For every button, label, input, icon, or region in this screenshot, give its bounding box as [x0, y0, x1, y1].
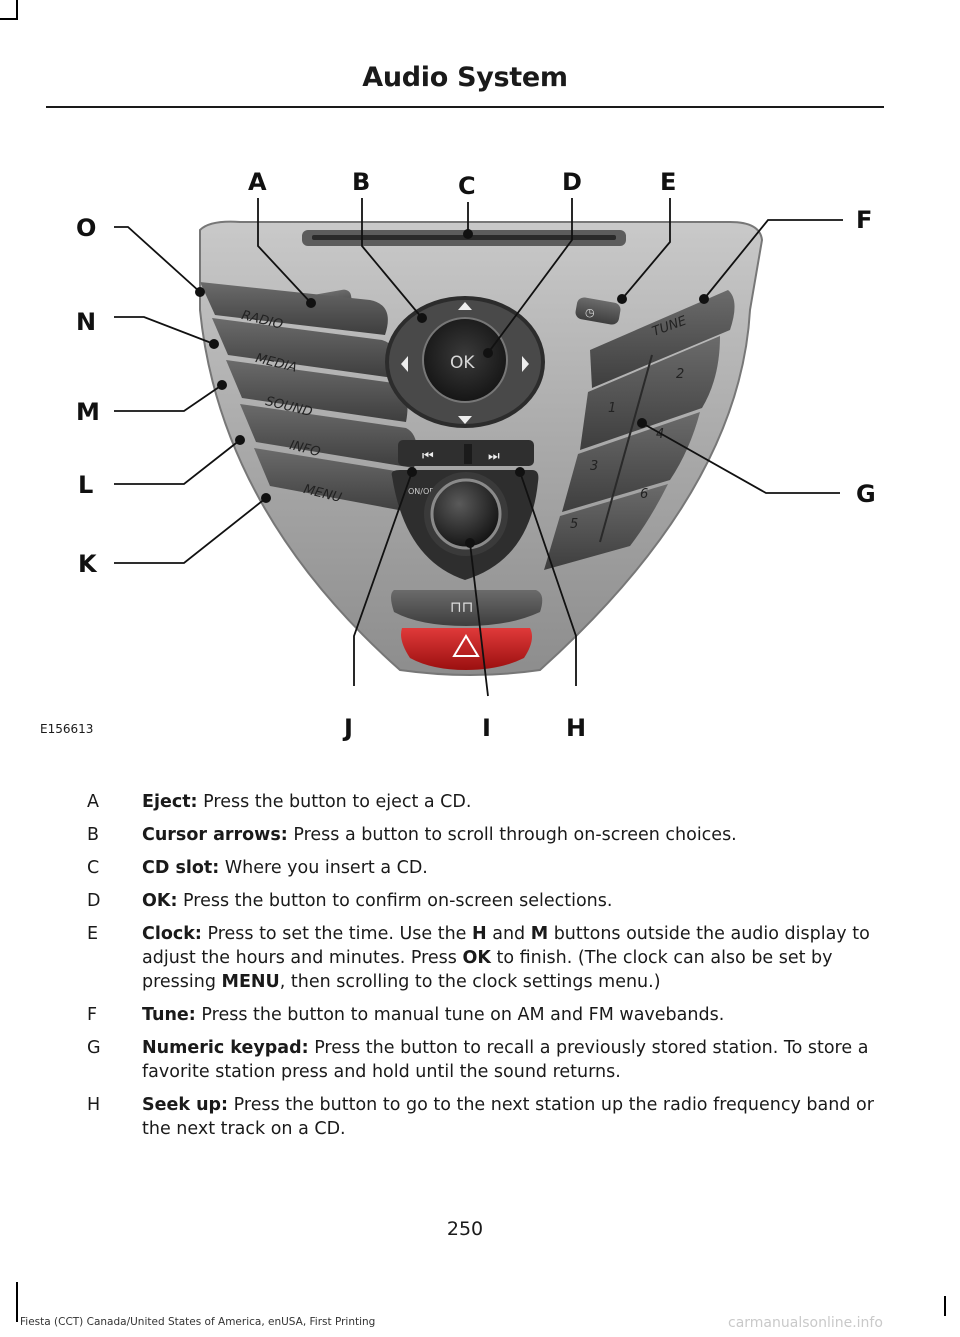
callout-k: K	[78, 550, 98, 578]
figure-id: E156613	[40, 722, 94, 736]
key-1: 1	[608, 401, 616, 416]
svg-text:⏮: ⏮	[422, 449, 434, 464]
audio-panel-diagram: ⏏ ◷ RADIO MEDIA SOUND INFO MENU TUNE 1 2…	[76, 168, 876, 742]
legend-term: Tune:	[142, 1005, 196, 1025]
callout-n: N	[76, 308, 96, 336]
page-title: Audio System	[362, 62, 568, 93]
legend-letter: C	[87, 858, 100, 878]
svg-text:⊓⊓: ⊓⊓	[450, 598, 473, 616]
callout-g: G	[856, 480, 876, 508]
legend-term: Numeric keypad:	[142, 1038, 309, 1058]
callout-j: J	[342, 714, 353, 742]
legend-term: OK:	[142, 891, 178, 911]
legend-letter: E	[87, 924, 99, 944]
callout-a: A	[248, 168, 267, 196]
key-6: 6	[640, 487, 648, 502]
callout-i: I	[482, 714, 491, 742]
legend-description: Press the button to go to the next stati…	[142, 1095, 874, 1139]
crop-mark-bottom-right	[944, 1296, 946, 1316]
callout-b: B	[352, 168, 370, 196]
left-button-stack: RADIO MEDIA SOUND INFO MENU	[200, 282, 423, 514]
legend-letter: F	[87, 1005, 98, 1025]
legend-letter: G	[87, 1038, 101, 1058]
key-2: 2	[676, 367, 684, 382]
key-4: 4	[656, 427, 664, 442]
legend-description: Press a button to scroll through on-scre…	[293, 825, 737, 845]
callout-c: C	[458, 172, 476, 200]
ok-label: OK	[450, 353, 475, 373]
legend-term: CD slot:	[142, 858, 220, 878]
legend-description: Press the button to confirm on-screen se…	[183, 891, 613, 911]
callout-e: E	[660, 168, 676, 196]
svg-text:⏭: ⏭	[488, 449, 500, 464]
callout-m: M	[76, 398, 100, 426]
key-3: 3	[590, 459, 598, 474]
legend-item: H Seek up: Press the button to go to the…	[80, 1093, 880, 1141]
callout-d: D	[562, 168, 582, 196]
crop-mark-top-left	[16, 0, 18, 18]
legend-description: Press the button to recall a previously …	[142, 1038, 869, 1082]
page-number: 250	[446, 1218, 484, 1240]
legend-list: A Eject: Press the button to eject a CD.…	[80, 790, 880, 1150]
svg-text:◷: ◷	[585, 306, 595, 319]
footer-text: Fiesta (CCT) Canada/United States of Ame…	[20, 1316, 376, 1328]
legend-item: G Numeric keypad: Press the button to re…	[80, 1036, 880, 1084]
on-off-label: ON/OFF	[408, 487, 439, 496]
legend-item: C CD slot: Where you insert a CD.	[80, 856, 880, 880]
callout-h: H	[566, 714, 586, 742]
legend-item: D OK: Press the button to confirm on-scr…	[80, 889, 880, 913]
legend-item: A Eject: Press the button to eject a CD.	[80, 790, 880, 814]
legend-letter: A	[87, 792, 99, 812]
callout-f: F	[856, 206, 872, 234]
legend-description: Press the button to manual tune on AM an…	[201, 1005, 725, 1025]
cursor-pad: OK	[385, 296, 545, 428]
legend-letter: B	[87, 825, 100, 845]
title-divider	[46, 106, 884, 108]
callout-o: O	[76, 214, 96, 242]
legend-description: Where you insert a CD.	[224, 858, 428, 878]
legend-term: Eject:	[142, 792, 198, 812]
legend-letter: D	[87, 891, 101, 911]
legend-term: Seek up:	[142, 1095, 229, 1115]
key-5: 5	[570, 517, 578, 532]
legend-term: Cursor arrows:	[142, 825, 288, 845]
legend-description: Press the button to eject a CD.	[203, 792, 472, 812]
crop-mark-top-left-h	[0, 18, 18, 20]
watermark: carmanualsonline.info	[728, 1315, 883, 1331]
callout-l: L	[78, 471, 93, 499]
legend-item: F Tune: Press the button to manual tune …	[80, 1003, 880, 1027]
crop-mark-bottom-left	[16, 1282, 18, 1322]
info-button-label: INFO	[288, 438, 322, 460]
legend-term: Clock:	[142, 924, 202, 944]
legend-item: B Cursor arrows: Press a button to scrol…	[80, 823, 880, 847]
legend-letter: H	[87, 1095, 101, 1115]
legend-item: E Clock: Press to set the time. Use the …	[80, 922, 880, 994]
